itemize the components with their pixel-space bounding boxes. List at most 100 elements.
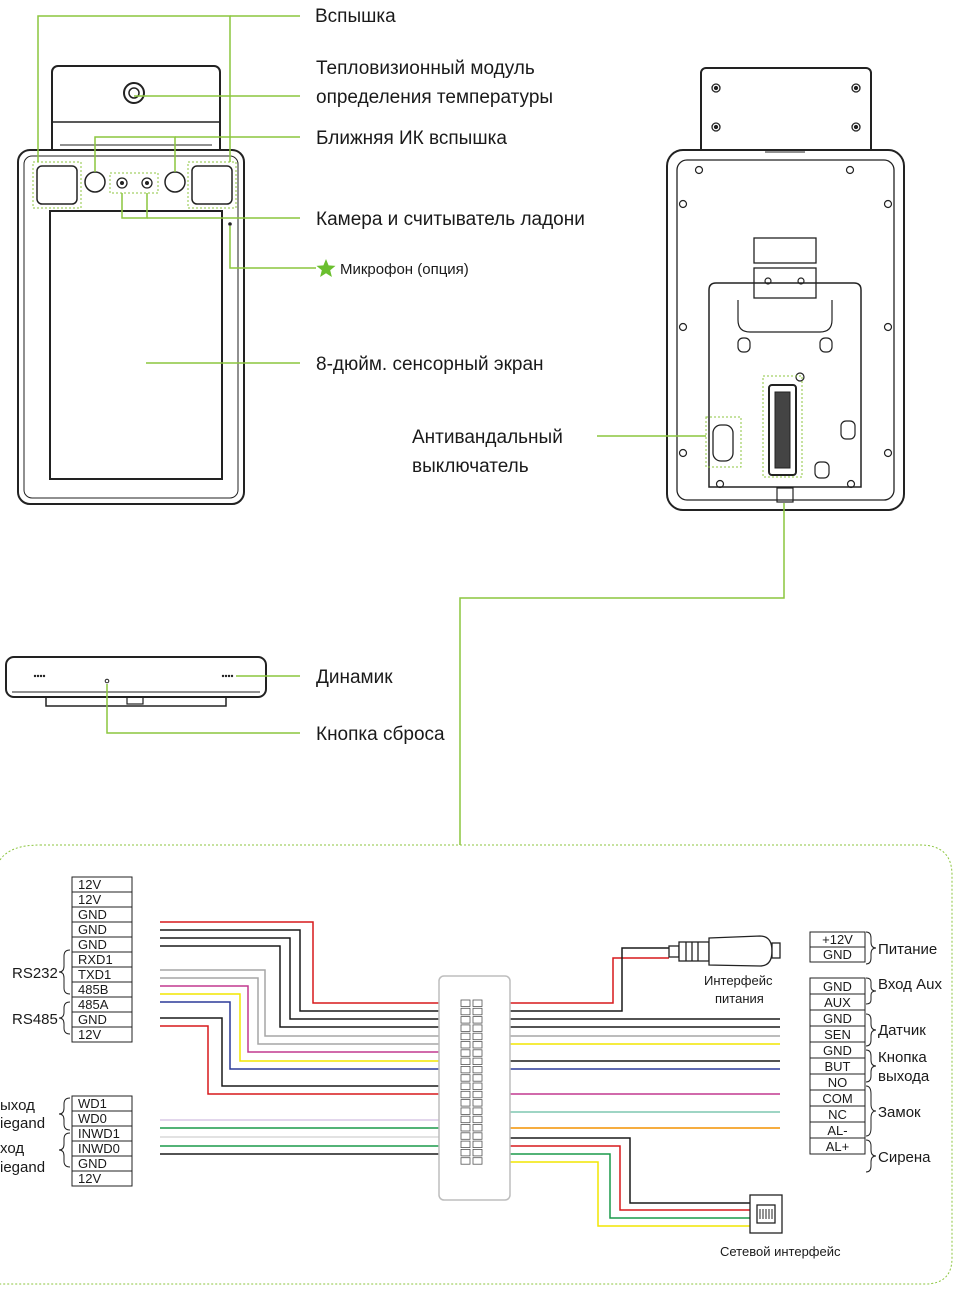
connector-pin [460, 1090, 471, 1099]
left-terminal-label: RXD1 [78, 952, 113, 967]
label-flash: Вспышка [315, 6, 396, 27]
label-wiegand-out-line1: ыход [0, 1097, 35, 1114]
left-terminal-label: INWD1 [78, 1126, 120, 1141]
label-lock: Замок [878, 1104, 921, 1121]
connector-pin [460, 1124, 471, 1132]
left-terminal-label: WD1 [78, 1096, 107, 1111]
left-terminal-label: GND [78, 937, 107, 952]
label-tamper-line1: Антивандальный [412, 427, 563, 448]
label-rs232: RS232 [12, 965, 58, 982]
connector-pin [460, 1099, 471, 1107]
connector-pin [472, 1082, 483, 1090]
connector-pin [460, 1115, 471, 1124]
connector-pin [460, 1024, 471, 1032]
label-siren: Сирена [878, 1149, 931, 1166]
label-reset: Кнопка сброса [316, 724, 445, 745]
connector-pin [460, 1032, 471, 1041]
microphone-hole [228, 222, 232, 226]
left-terminal-label: 12V [78, 892, 101, 907]
connector-pin [460, 1057, 471, 1065]
wire [160, 945, 462, 1028]
central-connector [438, 975, 511, 1201]
connector-pin [472, 1057, 483, 1065]
connector-pin [460, 1049, 471, 1057]
device-bottom-body [5, 656, 267, 698]
right-terminal-label: NO [828, 1075, 848, 1090]
connector-pin [472, 1157, 483, 1165]
connector-pin [460, 1016, 471, 1024]
tamper-switch [712, 424, 734, 462]
right-terminal-label: NC [828, 1107, 847, 1122]
connector-pin [472, 1115, 483, 1124]
connector-pin [460, 1082, 471, 1090]
wire [160, 969, 462, 1037]
left-terminal-label: GND [78, 907, 107, 922]
label-touchscreen: 8-дюйм. сенсорный экран [316, 354, 544, 375]
right-terminal-label: AUX [824, 995, 851, 1010]
right-terminal-label: COM [822, 1091, 852, 1106]
front-callout-lines [37, 15, 316, 364]
flash-window-left [36, 165, 78, 205]
left-terminal-label: GND [78, 1156, 107, 1171]
connector-pin [472, 1007, 483, 1016]
wire [486, 957, 669, 1004]
label-wiegand-in-line1: ход [0, 1140, 24, 1157]
connector-pin [472, 1090, 483, 1099]
connector-pin [460, 1140, 471, 1148]
label-thermal-line1: Тепловизионный модуль [316, 58, 535, 79]
left-terminal-label: GND [78, 922, 107, 937]
connector-pin [460, 1074, 471, 1082]
left-terminal-label: TXD1 [78, 967, 111, 982]
right-terminal-label: SEN [824, 1027, 851, 1042]
wire [160, 993, 462, 1062]
left-terminal-label: 12V [78, 1027, 101, 1042]
right-terminal-label: GND [823, 1043, 852, 1058]
label-wiegand-in-line2: iegand [0, 1159, 45, 1176]
connector-pin [472, 1066, 483, 1074]
left-braces [58, 949, 71, 1168]
thermal-sensor-lens [123, 82, 145, 104]
connector-pin [472, 1032, 483, 1041]
label-aux-input: Вход Aux [878, 976, 942, 993]
right-terminal-cell [809, 1137, 866, 1155]
label-tamper-line2: выключатель [412, 456, 529, 477]
label-sensor: Датчик [878, 1022, 926, 1039]
wire [160, 1017, 462, 1087]
connector-pin [460, 1007, 471, 1016]
label-power: Питание [878, 941, 937, 958]
left-terminal-block: 12V12VGNDGNDGNDRXD1TXD1485B485AGND12VWD1… [71, 876, 133, 1187]
connector-pin [460, 1149, 471, 1157]
label-network-interface: Сетевой интерфейс [720, 1244, 841, 1259]
label-power-interface-line1: Интерфейс [704, 973, 773, 988]
right-terminal-label: AL- [827, 1123, 847, 1138]
wire [486, 1145, 756, 1211]
camera-lens-right [141, 177, 153, 189]
connector-pin [472, 1107, 483, 1115]
reset-button-hole [104, 678, 110, 684]
device-bottom-view [5, 656, 267, 707]
left-terminal-label: WD0 [78, 1111, 107, 1126]
connector-pin [472, 1024, 483, 1032]
label-camera-palm: Камера и считыватель ладони [316, 209, 585, 230]
device-back-view [666, 67, 905, 511]
back-thermal-module [700, 67, 872, 155]
right-terminal-label: AL+ [826, 1139, 850, 1154]
left-terminal-label: 12V [78, 877, 101, 892]
label-microphone: Микрофон (опция) [340, 261, 469, 278]
left-terminal-label: INWD0 [78, 1141, 120, 1156]
device-front-view [17, 65, 245, 505]
right-braces [865, 931, 877, 1173]
label-exit-button-line1: Кнопка [878, 1049, 927, 1066]
connector-pin [472, 1140, 483, 1148]
connector-pin [472, 1016, 483, 1024]
left-terminal-cell [71, 1170, 133, 1187]
left-terminal-cell [71, 1026, 133, 1043]
label-thermal-line2: определения температуры [316, 87, 553, 108]
wire [160, 1025, 462, 1095]
label-exit-button-line2: выхода [878, 1068, 930, 1085]
rj45-port-icon [749, 1194, 783, 1234]
connector-pin [472, 1149, 483, 1157]
connector-pin [472, 1074, 483, 1082]
left-terminal-label: 12V [78, 1171, 101, 1186]
